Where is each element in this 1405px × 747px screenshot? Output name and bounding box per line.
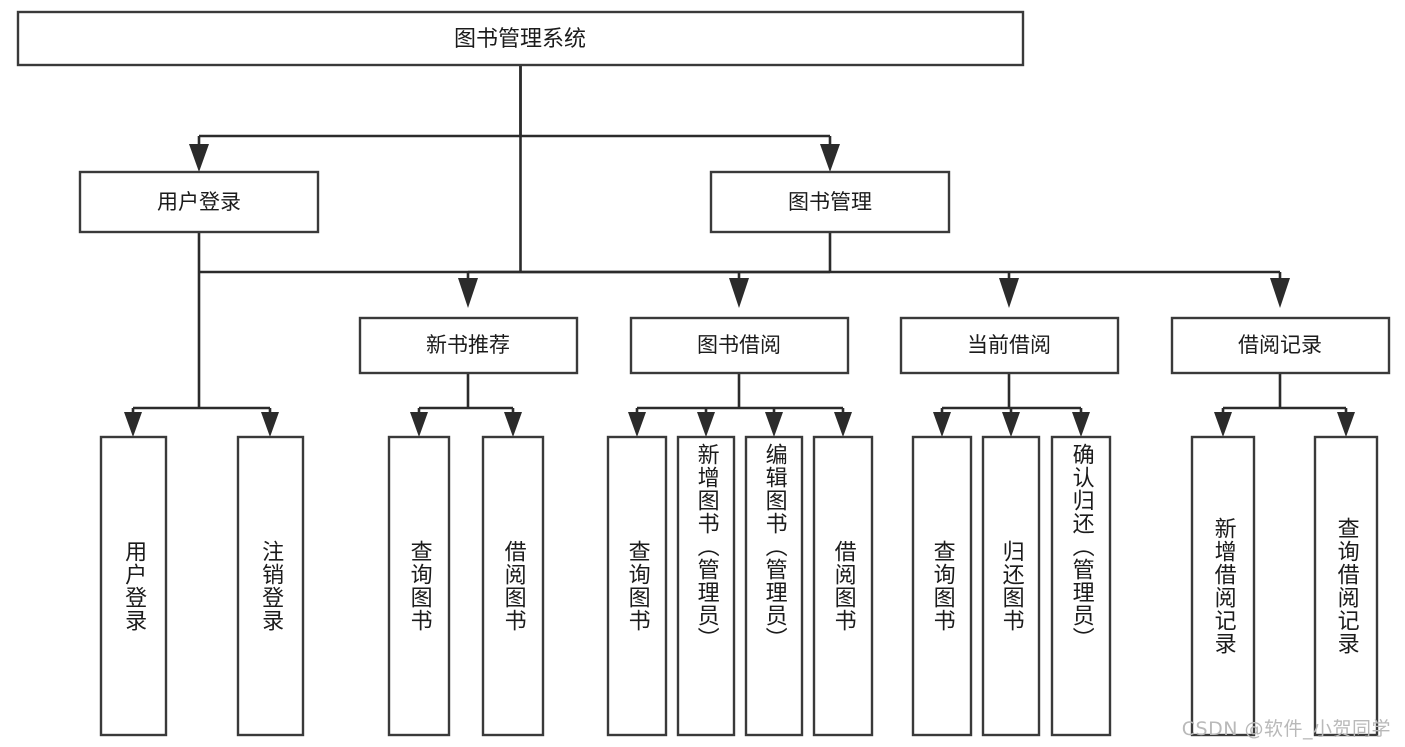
arrowhead-leaf-query-book-3 (933, 412, 951, 437)
book-manage-box[interactable] (709, 170, 951, 234)
book-borrow-label: 图书借阅 (697, 333, 781, 357)
user-login-label: 用户登录 (157, 190, 241, 214)
leaf-logout-login-box[interactable] (236, 435, 305, 737)
arrowhead-leaf-query-record (1337, 412, 1355, 437)
arrowhead-to-book-manage (820, 144, 840, 172)
node-borrow-record[interactable]: 借阅记录 (1170, 316, 1391, 375)
book-borrow-box[interactable] (629, 316, 850, 375)
arrowhead-leaf-query-book-2 (628, 412, 646, 437)
leaf-add-book-box[interactable] (676, 435, 736, 737)
leaf-user-login-box[interactable] (99, 435, 168, 737)
book-manage-label: 图书管理 (788, 190, 872, 214)
arrowhead-book-borrow (729, 278, 749, 308)
user-login-box[interactable] (78, 170, 320, 234)
node-current-borrow[interactable]: 当前借阅 (899, 316, 1120, 375)
arrowhead-leaf-add-record (1214, 412, 1232, 437)
borrow-record-label: 借阅记录 (1238, 333, 1322, 357)
arrowhead-new-book-recommend (458, 278, 478, 308)
new-book-recommend-label: 新书推荐 (426, 333, 510, 357)
arrowhead-leaf-user-login (124, 412, 142, 437)
leaf-query-book-1-box[interactable] (387, 435, 451, 737)
leaf-return-book-box[interactable] (981, 435, 1041, 737)
watermark: CSDN @软件_小贺同学 (1181, 718, 1391, 740)
leaf-query-book-3-box[interactable] (911, 435, 973, 737)
leaf-query-book-2-box[interactable] (606, 435, 668, 737)
leaf-borrow-book-1-box[interactable] (481, 435, 545, 737)
connector-layer (124, 65, 1355, 437)
arrowhead-current-borrow (999, 278, 1019, 308)
arrowhead-leaf-confirm-return (1072, 412, 1090, 437)
arrowhead-leaf-borrow-book-1 (504, 412, 522, 437)
node-book-manage[interactable]: 图书管理 (709, 170, 951, 234)
arrowhead-leaf-borrow-book-2 (834, 412, 852, 437)
node-user-login[interactable]: 用户登录 (78, 170, 320, 234)
arrowhead-leaf-query-book-1 (410, 412, 428, 437)
leaf-borrow-book-2-box[interactable] (812, 435, 874, 737)
arrowhead-to-user-login (189, 144, 209, 172)
leaf-add-record-box[interactable] (1190, 435, 1256, 737)
root-label: 图书管理系统 (454, 27, 586, 52)
leaf-confirm-return-box[interactable] (1050, 435, 1112, 737)
current-borrow-label: 当前借阅 (967, 333, 1051, 357)
arrowhead-leaf-add-book (697, 412, 715, 437)
current-borrow-box[interactable] (899, 316, 1120, 375)
leaf-query-record-box[interactable] (1313, 435, 1379, 737)
node-book-borrow[interactable]: 图书借阅 (629, 316, 850, 375)
borrow-record-box[interactable] (1170, 316, 1391, 375)
root-box[interactable] (16, 10, 1025, 67)
new-book-recommend-box[interactable] (358, 316, 579, 375)
node-new-book-recommend[interactable]: 新书推荐 (358, 316, 579, 375)
arrowhead-leaf-return-book (1002, 412, 1020, 437)
leaf-edit-book-box[interactable] (744, 435, 804, 737)
arrowhead-leaf-logout-login (261, 412, 279, 437)
node-root-book-management-system[interactable]: 图书管理系统 (16, 10, 1025, 67)
arrowhead-leaf-edit-book (765, 412, 783, 437)
arrowhead-borrow-record (1270, 278, 1290, 308)
